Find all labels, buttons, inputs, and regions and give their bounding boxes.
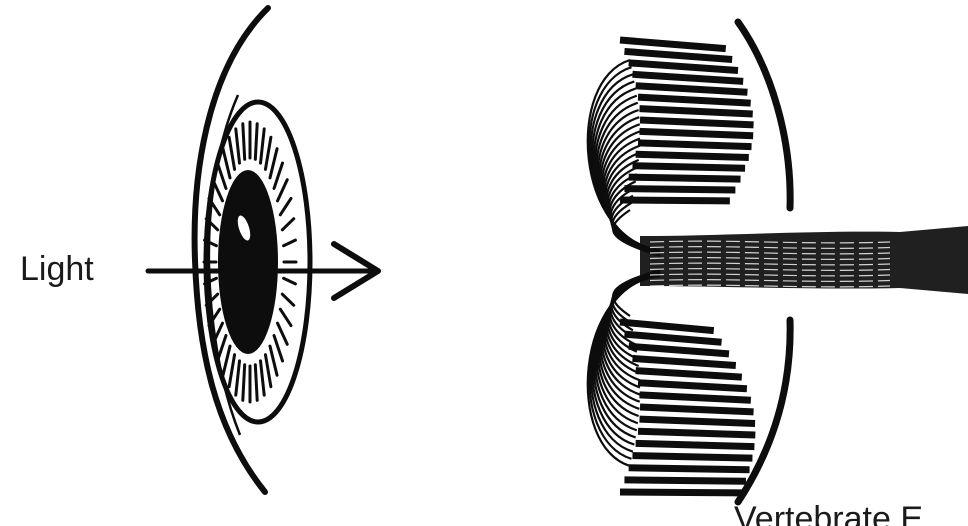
iris-ray [243,365,245,401]
photoreceptor-cells-upper [620,40,754,201]
photoreceptor-rod [632,456,752,459]
iris-ray [236,129,240,163]
photoreceptor-rod [639,419,755,423]
iris-ray [282,219,293,230]
photoreceptor-rod [640,120,754,125]
iris-ray [274,336,282,361]
iris-ray [236,361,240,395]
photoreceptor-rod [624,51,732,59]
iris-ray [284,278,296,284]
iris-ray [274,163,282,188]
iris-ray [278,323,288,344]
photoreceptor-rod [620,492,742,493]
photoreceptor-rod [638,431,755,435]
iris-ray [261,129,265,163]
photoreceptor-rod [620,40,726,49]
iris-ray [223,346,230,375]
iris-ray [280,309,291,325]
photoreceptor-rod [624,189,735,190]
photoreceptor-rod [632,74,743,81]
optic-nerve [640,226,968,294]
photoreceptor-rod [638,97,751,103]
iris-ray [217,163,225,188]
photoreceptor-rod [629,468,750,470]
iris-ray [213,180,223,201]
retina-diagram [588,22,968,502]
photoreceptor-rod [624,480,746,481]
iris-ray [280,198,291,214]
iris-ray [229,355,234,387]
iris-ray [229,137,234,169]
photoreceptor-rod [629,346,729,354]
light-label: Light [20,250,94,288]
iris-ray [243,124,245,160]
photoreceptor-rod [636,154,749,157]
photoreceptor-rod [620,322,714,331]
iris-ray [270,149,277,178]
pupil [218,170,278,354]
iris-ray [223,149,230,178]
photoreceptor-rod [640,407,754,412]
iris-ray [284,240,296,246]
iris-ray [282,294,293,305]
iris-ray [265,355,270,387]
photoreceptor-rod [639,131,753,135]
iris-ray [261,361,265,395]
iris-ray [278,180,288,201]
photoreceptor-rod [639,109,752,114]
photoreceptor-rod [624,334,721,342]
vertebrate-eye-caption: Vertebrate E [734,500,923,526]
iris-ray [255,124,257,160]
photoreceptor-rod [638,143,752,147]
iris-ray [265,137,270,169]
photoreceptor-rod [639,395,750,400]
photoreceptor-rod [632,166,745,169]
iris-ray [217,336,225,361]
photoreceptor-cells-lower [620,322,755,493]
photoreceptor-rod [629,63,738,71]
photoreceptor-rod [636,371,742,378]
photoreceptor-rod [620,200,730,201]
photoreceptor-rod [632,358,735,365]
iris-ray [255,365,257,401]
iris-ray [270,346,277,375]
photoreceptor-rod [629,177,741,179]
photoreceptor-rod [638,383,747,389]
photoreceptor-rod [636,443,755,446]
photoreceptor-rod [636,86,748,93]
eye-diagram [195,8,310,492]
